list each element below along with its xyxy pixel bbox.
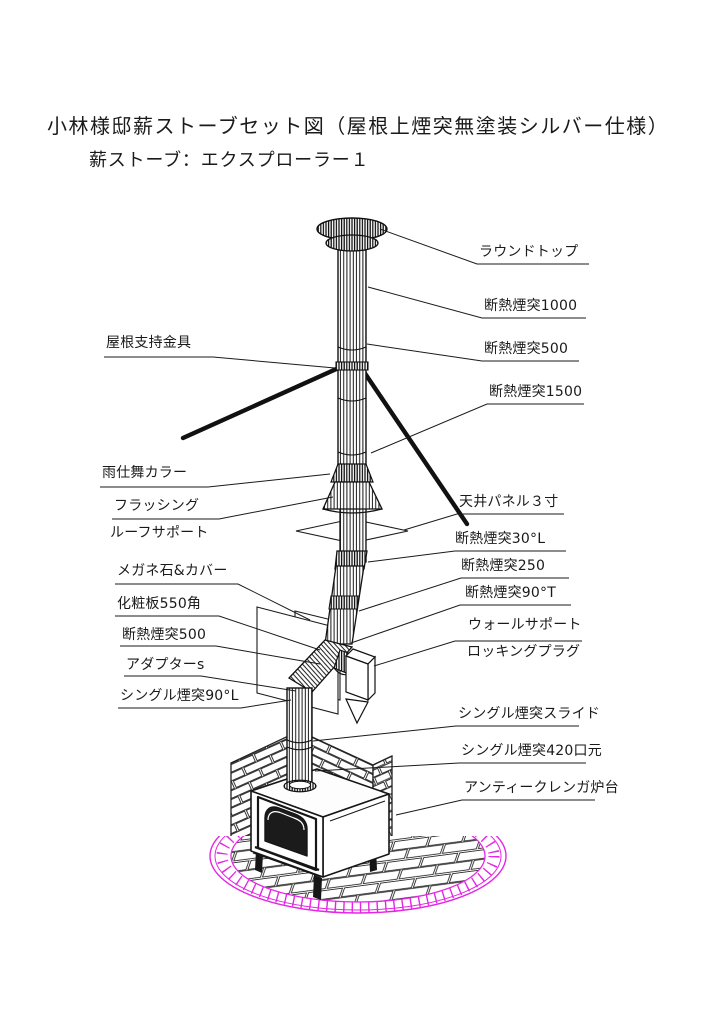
label-ceiling-panel: 天井パネル３寸 <box>459 494 559 510</box>
label-insulated-1500: 断熱煙突1500 <box>489 384 583 400</box>
label-megane-stone-cover: メガネ石&カバー <box>117 563 228 579</box>
label-insulated-1000: 断熱煙突1000 <box>484 298 578 314</box>
label-single-flue-90l: シングル煙突90°L <box>120 688 239 704</box>
leader-lines <box>100 228 595 816</box>
wood-stove <box>250 768 390 878</box>
label-decorative-panel: 化粧板550角 <box>117 596 202 612</box>
label-single-flue-420: シングル煙突420口元 <box>461 743 602 759</box>
label-insulated-500: 断熱煙突500 <box>484 341 569 357</box>
hearth-rim-bricks <box>216 836 500 913</box>
label-rain-collar: 雨仕舞カラー <box>102 465 188 481</box>
label-wall-support: ウォールサポート <box>468 617 582 633</box>
wall-support-bracket <box>344 648 377 725</box>
label-adapter-s: アダプターs <box>126 657 205 673</box>
roof-flashing <box>321 481 384 510</box>
insulated-chimney-pipe <box>337 249 367 467</box>
label-insulated-90t: 断熱煙突90°T <box>465 585 556 601</box>
label-insulated-500-left: 断熱煙突500 <box>122 627 207 643</box>
label-insulated-30l: 断熱煙突30°L <box>455 531 546 547</box>
brace-clamp-band <box>335 361 369 371</box>
drawing-subtitle: 薪ストーブ：エクスプローラー１ <box>89 150 370 171</box>
label-roof-support: ルーフサポート <box>110 525 209 541</box>
label-round-top: ラウンドトップ <box>479 244 579 260</box>
single-flue-pipe <box>286 687 313 787</box>
stove-handle-rail <box>254 845 320 872</box>
roof-brace-left <box>180 363 346 441</box>
roof-brace-right <box>359 366 470 527</box>
label-roof-support-bracket: 屋根支持金具 <box>106 335 192 351</box>
storm-collar <box>330 463 374 483</box>
drawing-title: 小林様邸薪ストーブセット図（屋根上煙突無塗装シルバー仕様） <box>47 114 670 138</box>
wall-support-strut <box>344 698 369 725</box>
roof-support-braces <box>180 363 470 527</box>
label-flashing: フラッシング <box>114 498 200 514</box>
chimney-assembly <box>283 217 388 793</box>
label-antique-brick-hearth: アンティークレンガ炉台 <box>464 780 619 796</box>
label-locking-plug: ロッキングプラグ <box>467 644 581 660</box>
label-single-flue-slide: シングル煙突スライド <box>458 706 600 722</box>
label-insulated-250: 断熱煙突250 <box>461 558 546 574</box>
